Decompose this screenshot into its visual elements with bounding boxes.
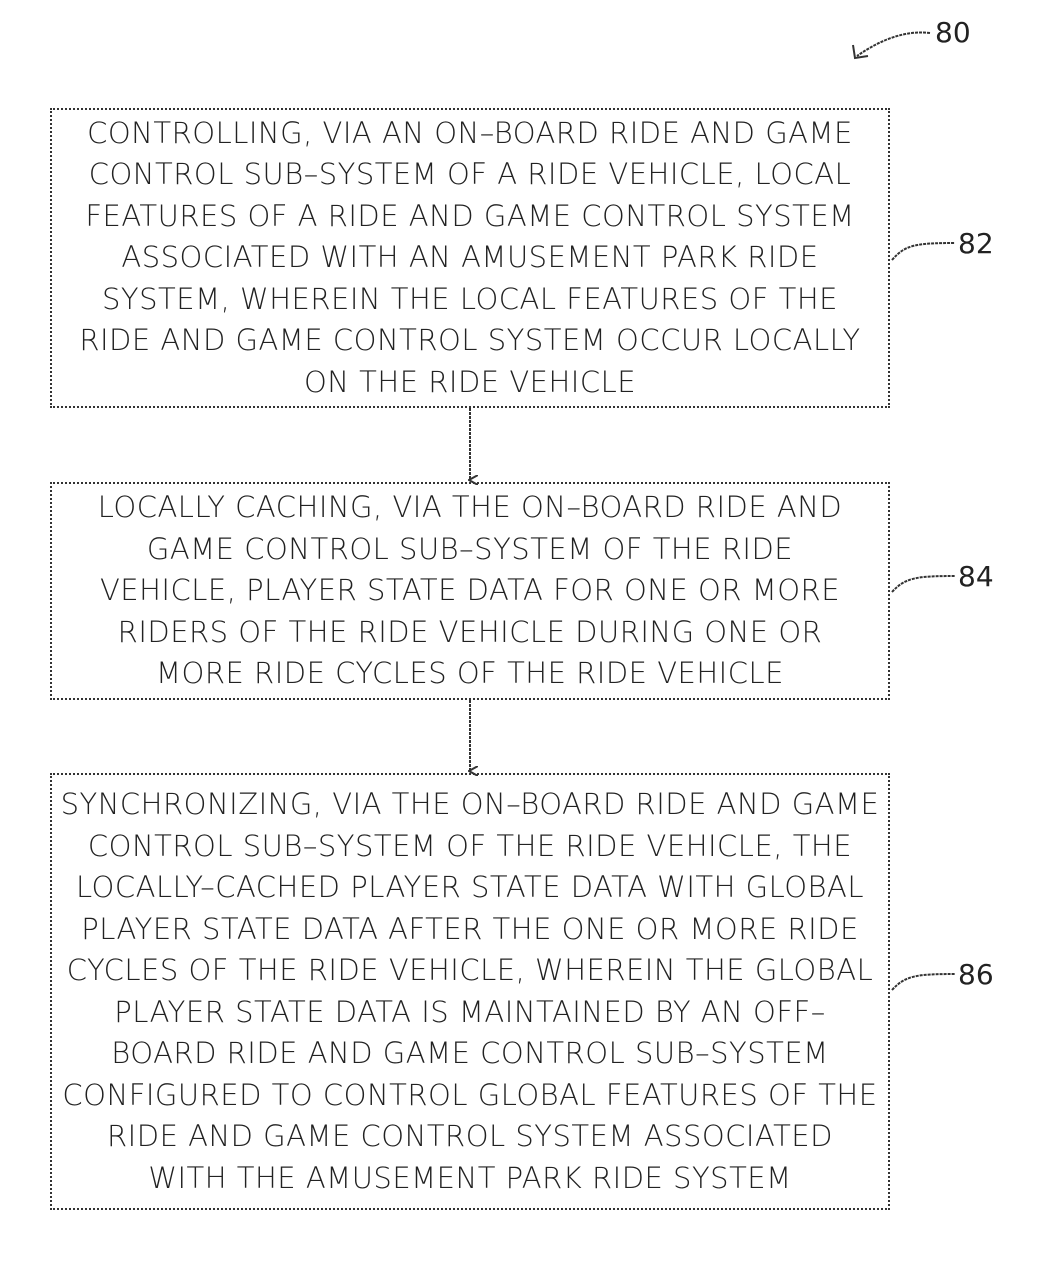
step-text: CONTROLLING, VIA AN ON–BOARD RIDE AND GA… xyxy=(79,115,861,399)
leader-84 xyxy=(891,575,956,593)
step-box-84: LOCALLY CACHING, VIA THE ON–BOARD RIDE A… xyxy=(50,482,890,700)
step-box-82: CONTROLLING, VIA AN ON–BOARD RIDE AND GA… xyxy=(50,108,890,408)
figure-ref-arrow xyxy=(856,31,931,57)
leader-86 xyxy=(891,973,956,991)
step-ref-label: 84 xyxy=(958,560,994,593)
step-ref-label: 86 xyxy=(958,958,994,991)
step-text: SYNCHRONIZING, VIA THE ON–BOARD RIDE AND… xyxy=(60,787,880,1195)
step-text: LOCALLY CACHING, VIA THE ON–BOARD RIDE A… xyxy=(97,490,843,691)
figure-ref-label: 80 xyxy=(935,16,971,49)
leader-82 xyxy=(891,242,956,261)
step-box-86: SYNCHRONIZING, VIA THE ON–BOARD RIDE AND… xyxy=(50,773,890,1210)
step-ref-label: 82 xyxy=(958,227,994,260)
figure-ref-arrowhead xyxy=(852,44,869,60)
